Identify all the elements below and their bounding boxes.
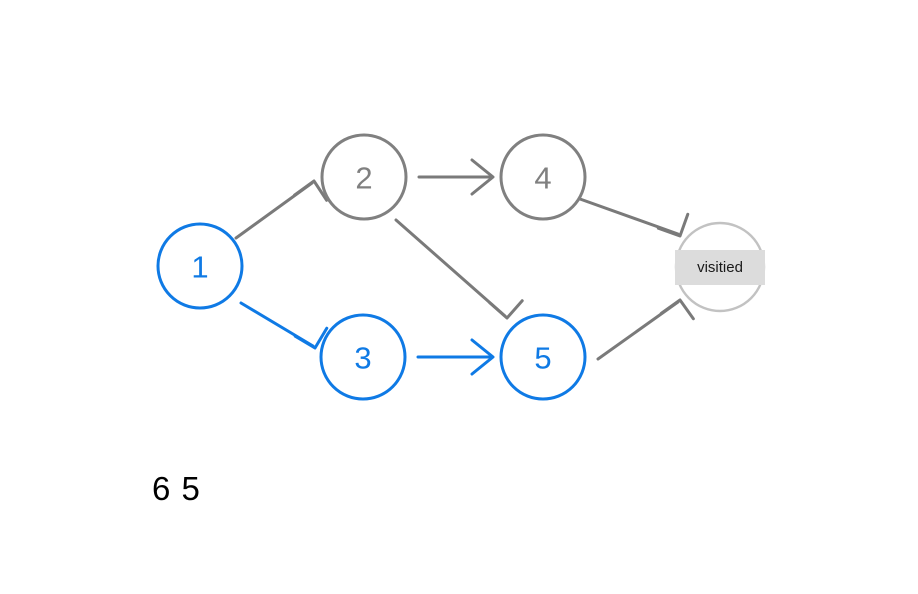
nodes-layer: 1 2 3 4 5 xyxy=(156,133,766,401)
edges-layer xyxy=(234,158,695,376)
graph-node-5[interactable]: 5 xyxy=(499,313,587,401)
edge-2-to-4 xyxy=(417,158,495,196)
graph-node-4[interactable]: 4 xyxy=(499,133,587,221)
edge-1-to-3 xyxy=(239,301,329,350)
edge-2-to-5-line xyxy=(394,218,507,318)
graph-node-2[interactable]: 2 xyxy=(320,133,408,221)
edge-2-to-5-arrowhead xyxy=(488,299,524,320)
node-5-circle[interactable] xyxy=(499,313,587,401)
edge-5-to-6-arrowhead xyxy=(659,298,695,321)
node-1-label: 1 xyxy=(191,250,208,285)
graph-node-1[interactable]: 1 xyxy=(156,222,244,310)
node-5-label: 5 xyxy=(534,341,551,376)
edge-1-to-2 xyxy=(234,179,329,240)
node-2-label: 2 xyxy=(355,161,372,196)
edge-2-to-5 xyxy=(394,218,524,320)
node-2-circle[interactable] xyxy=(320,133,408,221)
node-3-label: 3 xyxy=(354,341,371,376)
visited-tooltip: visitied xyxy=(675,250,765,285)
edge-4-to-6 xyxy=(578,197,690,238)
edge-3-to-5-arrowhead xyxy=(470,338,495,376)
edge-1-to-3-arrowhead xyxy=(293,326,329,350)
edge-5-to-6 xyxy=(596,298,695,361)
node-4-label: 4 xyxy=(534,161,551,196)
node-4-circle[interactable] xyxy=(499,133,587,221)
visited-tooltip-label: visitied xyxy=(697,259,743,276)
graph-node-3[interactable]: 3 xyxy=(319,313,407,401)
node-3-circle[interactable] xyxy=(319,313,407,401)
footer-counter-text: 6 5 xyxy=(152,470,201,507)
edge-4-to-6-arrowhead xyxy=(656,212,690,238)
edge-1-to-2-arrowhead xyxy=(293,179,329,202)
edge-3-to-5 xyxy=(416,338,495,376)
edge-2-to-4-arrowhead xyxy=(470,158,495,196)
node-1-circle[interactable] xyxy=(156,222,244,310)
